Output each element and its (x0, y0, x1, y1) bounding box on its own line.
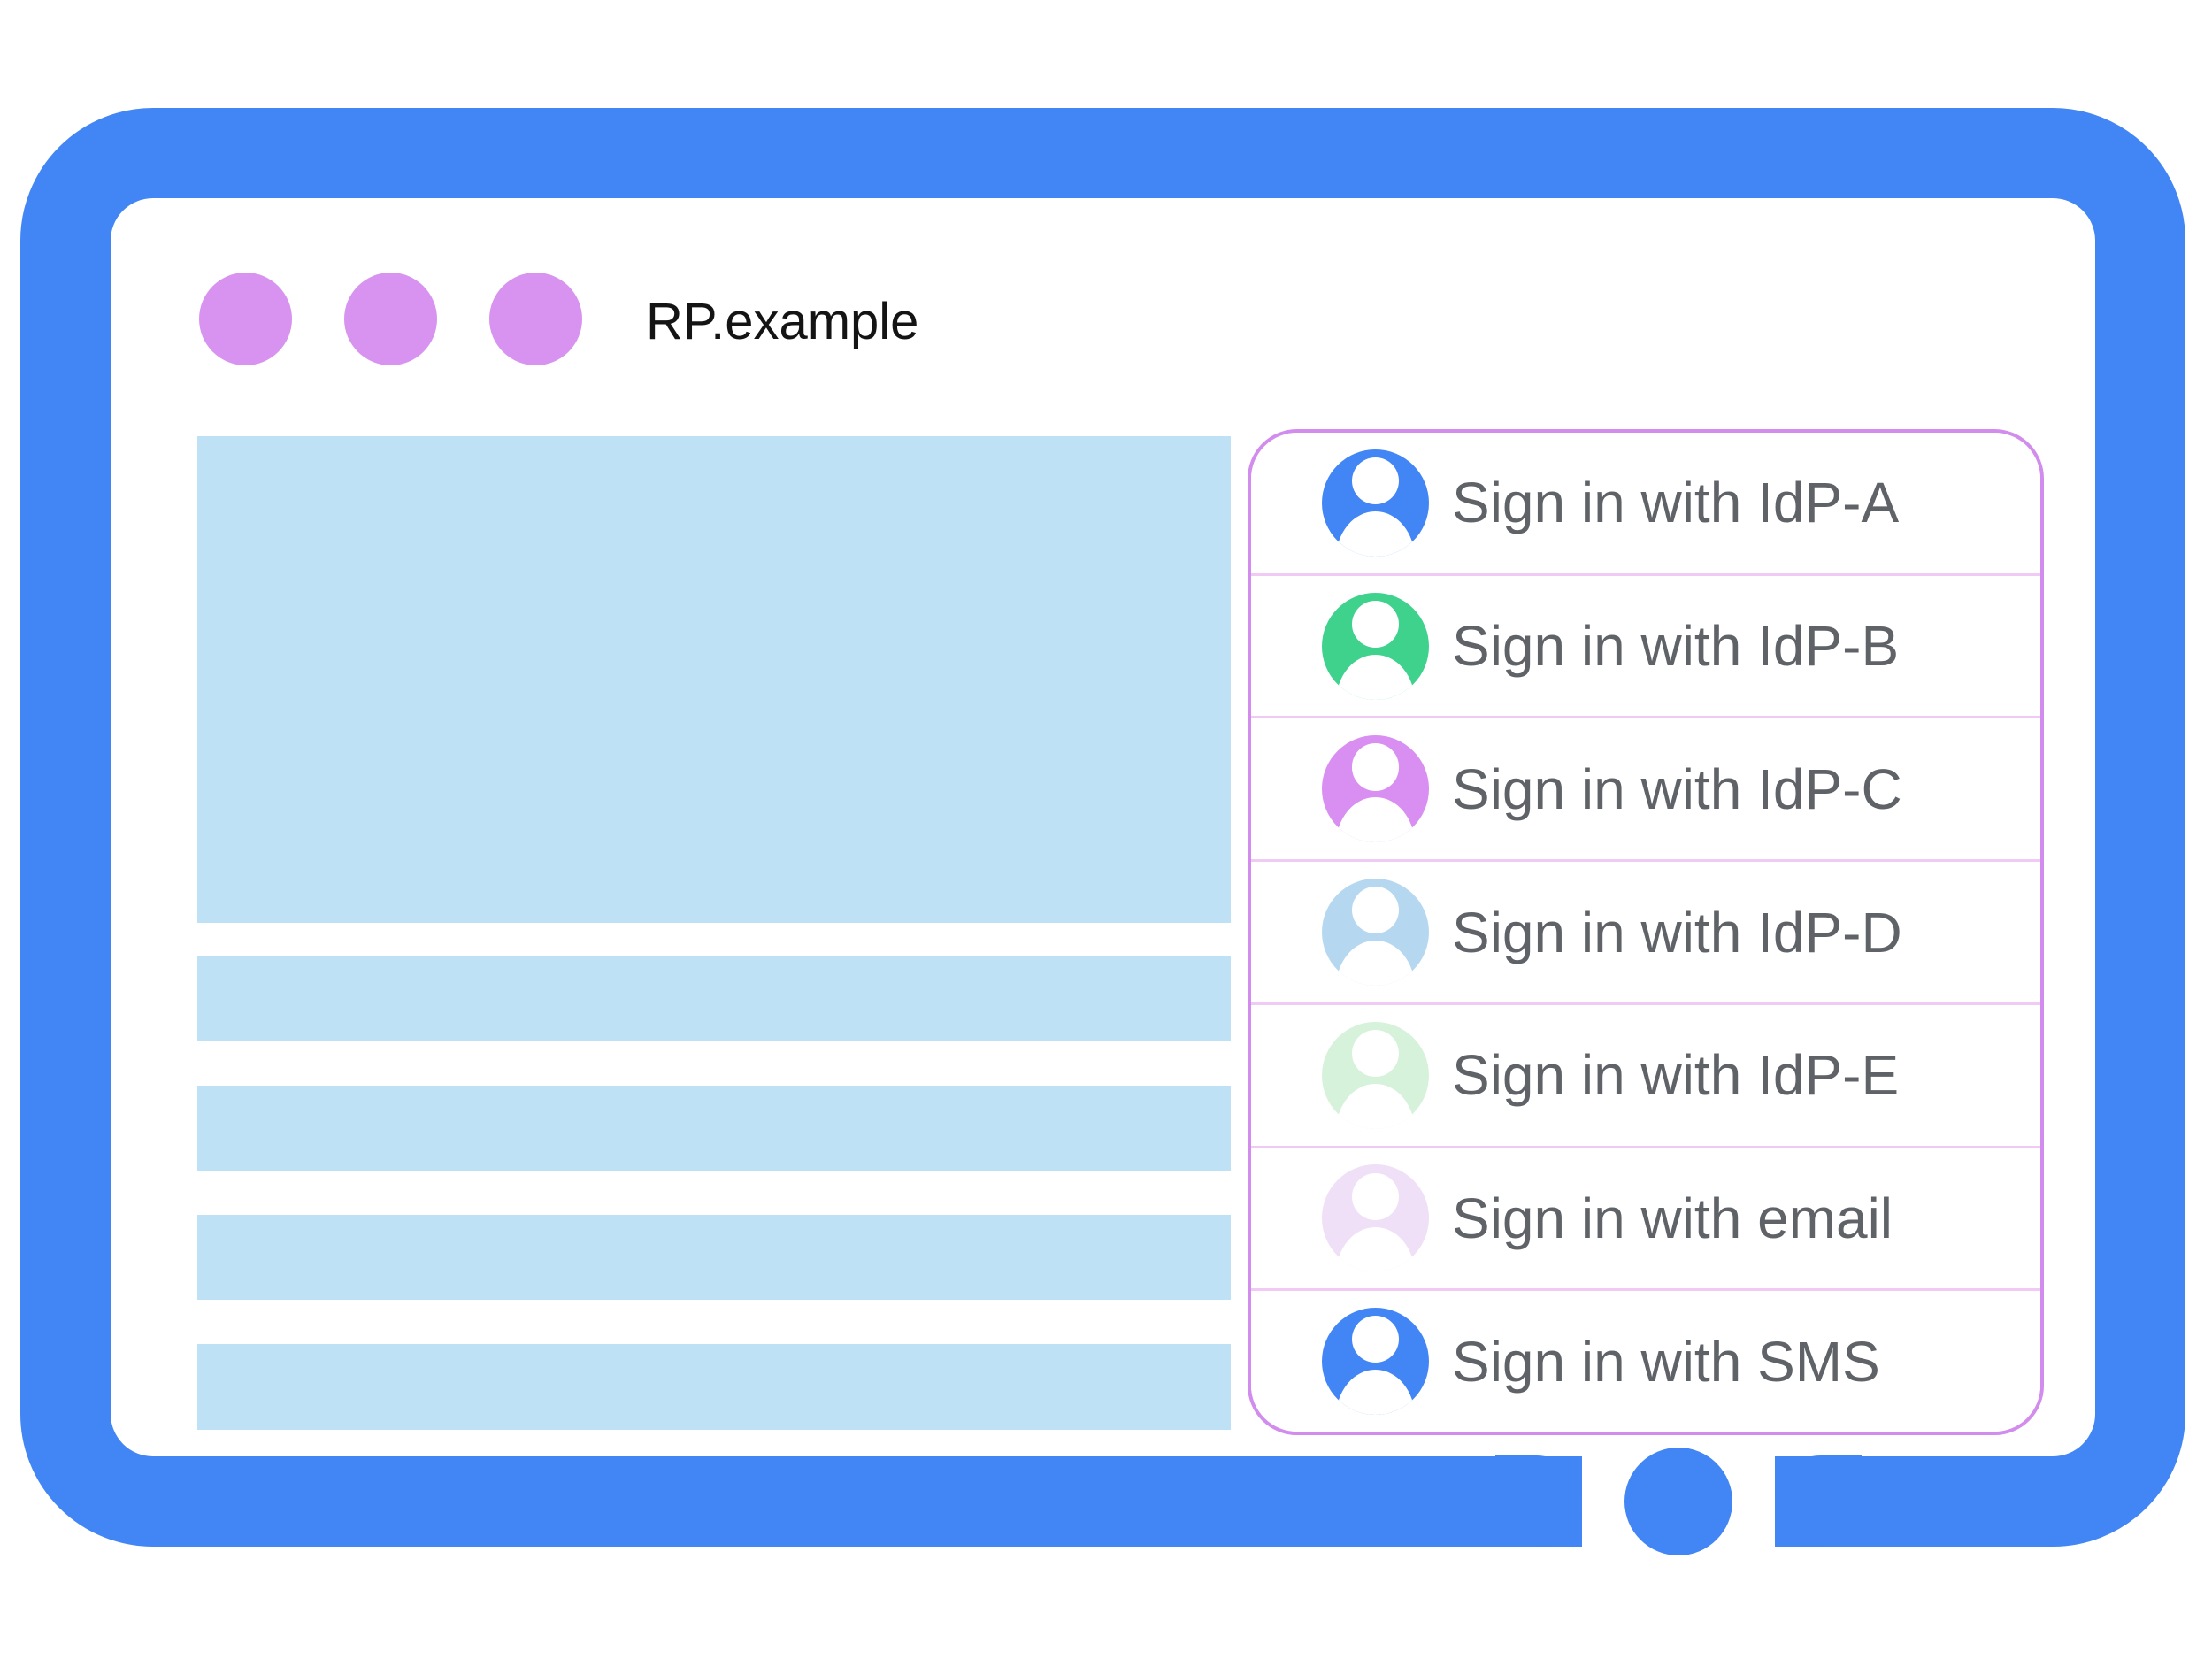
avatar-torso-shape (1335, 797, 1416, 843)
avatar-head-shape (1351, 1172, 1400, 1220)
signin-option[interactable]: Sign in with IdP-C (1251, 716, 2040, 860)
avatar-torso-shape (1335, 1370, 1416, 1416)
signin-option[interactable]: Sign in with email (1251, 1145, 2040, 1289)
window-control-dot (489, 273, 582, 365)
window-controls (199, 273, 582, 365)
user-avatar-icon (1322, 735, 1429, 843)
signin-option[interactable]: Sign in with IdP-A (1251, 433, 2040, 573)
avatar-head-shape (1351, 743, 1400, 791)
signin-option[interactable]: Sign in with SMS (1251, 1288, 2040, 1432)
user-avatar-icon (1322, 1021, 1429, 1129)
avatar-torso-shape (1335, 511, 1416, 557)
user-avatar-icon (1322, 879, 1429, 987)
signin-option-label: Sign in with IdP-A (1452, 471, 1900, 535)
content-placeholder-hero (197, 436, 1231, 923)
avatar-torso-shape (1335, 941, 1416, 987)
user-avatar-icon (1322, 1308, 1429, 1416)
content-placeholder-line (197, 1344, 1231, 1430)
signin-option-label: Sign in with SMS (1452, 1329, 1880, 1394)
avatar-torso-shape (1335, 1083, 1416, 1129)
avatar-head-shape (1351, 1316, 1400, 1363)
user-avatar-icon (1322, 1164, 1429, 1272)
avatar-head-shape (1351, 887, 1400, 934)
signin-option[interactable]: Sign in with IdP-B (1251, 572, 2040, 717)
user-avatar-icon (1322, 449, 1429, 557)
avatar-torso-shape (1335, 1226, 1416, 1272)
page-title: RP.example (646, 293, 919, 350)
avatar-head-shape (1351, 1029, 1400, 1078)
signin-option-label: Sign in with email (1452, 1186, 1893, 1250)
user-avatar-icon (1322, 592, 1429, 700)
window-control-dot (199, 273, 292, 365)
content-placeholder-line (197, 956, 1231, 1041)
frame-bottom-right-cap (1775, 1455, 1862, 1547)
signin-option[interactable]: Sign in with IdP-D (1251, 859, 2040, 1002)
signin-option-label: Sign in with IdP-C (1452, 757, 1902, 821)
window-control-dot (344, 273, 437, 365)
avatar-torso-shape (1335, 654, 1416, 700)
signin-panel: Sign in with IdP-A Sign in with IdP-B Si… (1248, 429, 2044, 1435)
home-button-dot (1624, 1448, 1732, 1555)
signin-option-label: Sign in with IdP-B (1452, 614, 1900, 679)
signin-option-label: Sign in with IdP-E (1452, 1043, 1900, 1108)
content-placeholder-line (197, 1086, 1231, 1171)
content-placeholder-line (197, 1215, 1231, 1300)
avatar-head-shape (1351, 600, 1400, 648)
signin-option[interactable]: Sign in with IdP-E (1251, 1002, 2040, 1146)
frame-bottom-left-cap (1495, 1455, 1582, 1547)
signin-option-label: Sign in with IdP-D (1452, 900, 1902, 964)
avatar-head-shape (1351, 457, 1400, 505)
